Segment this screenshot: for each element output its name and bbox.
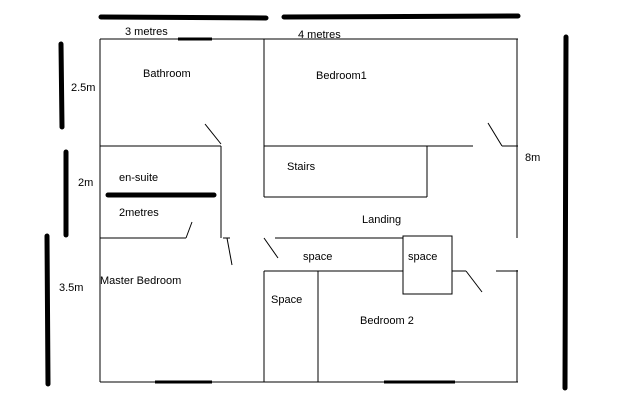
room-label-master-bedroom: Master Bedroom	[100, 275, 181, 287]
door-bedroom2-left	[263, 237, 279, 259]
dim-label-top-right: 4 metres	[298, 29, 341, 41]
dimension-bars	[44, 13, 569, 391]
room-label-ensuite: en-suite	[119, 172, 158, 184]
dim-bar-top-left	[98, 14, 269, 21]
room-label-space-landing: space	[303, 251, 332, 263]
windows	[155, 37, 455, 384]
walls	[99, 38, 518, 383]
room-label-bedroom1: Bedroom1	[316, 70, 367, 82]
door-ensuite	[185, 221, 193, 239]
room-label-space-box: space	[408, 251, 437, 263]
room-label-space-closet: Space	[271, 294, 302, 306]
dim-label-ensuite: 2metres	[119, 207, 159, 219]
dim-label-left-bottom: 3.5m	[59, 282, 83, 294]
room-label-landing: Landing	[362, 214, 401, 226]
room-label-bedroom2: Bedroom 2	[360, 315, 414, 327]
door-bedroom1	[487, 122, 503, 147]
door-bathroom	[204, 123, 222, 145]
dimension-labels: 3 metres 4 metres 2.5m 2m 3.5m 8m 2metre…	[59, 26, 540, 294]
dim-label-left-middle: 2m	[78, 177, 93, 189]
dim-label-right: 8m	[525, 152, 540, 164]
room-label-bathroom: Bathroom	[143, 68, 191, 80]
door-bedroom2-right	[465, 270, 483, 293]
dim-bar-left-top	[58, 41, 65, 130]
room-label-stairs: Stairs	[287, 161, 316, 173]
dim-bar-top-right	[281, 13, 521, 20]
dim-bar-left-bottom	[44, 233, 51, 387]
door-master-bedroom	[226, 237, 233, 266]
room-labels: Bathroom Bedroom1 Stairs en-suite Landin…	[100, 68, 437, 327]
dim-label-top-left: 3 metres	[125, 26, 168, 38]
doors	[185, 122, 503, 293]
dim-label-left-top: 2.5m	[71, 82, 95, 94]
space-box	[402, 235, 453, 295]
dim-bar-right	[562, 34, 569, 391]
